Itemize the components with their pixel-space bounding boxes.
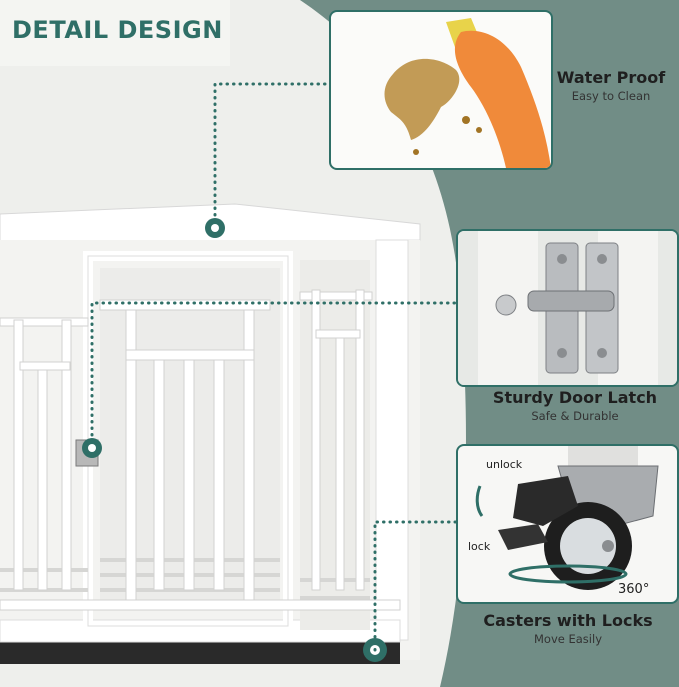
feature-title: Casters with Locks [483, 611, 653, 630]
caster-panel: unlock lock 360° [456, 444, 679, 604]
feature-casters: Casters with Locks Move Easily [478, 611, 658, 646]
feature-subtitle: Safe & Durable [531, 409, 619, 423]
feature-title: Sturdy Door Latch [492, 388, 658, 407]
caster-wheel-icon [475, 446, 659, 590]
door-latch-panel [456, 229, 679, 387]
water-proof-panel [329, 10, 553, 170]
feature-water-proof: Water Proof Easy to Clean [553, 68, 669, 103]
feature-title: Water Proof [556, 68, 666, 87]
unlock-label: unlock [486, 458, 523, 471]
feature-door-latch: Sturdy Door Latch Safe & Durable [490, 388, 660, 423]
page-title: DETAIL DESIGN [12, 16, 223, 44]
feature-subtitle: Easy to Clean [571, 89, 651, 103]
latch-icon [458, 231, 677, 385]
title-box: DETAIL DESIGN [0, 0, 230, 66]
sponge-cleaning-icon [384, 18, 551, 168]
lock-label: lock [468, 540, 491, 553]
rotation-label: 360° [618, 582, 650, 597]
feature-subtitle: Move Easily [534, 632, 602, 646]
